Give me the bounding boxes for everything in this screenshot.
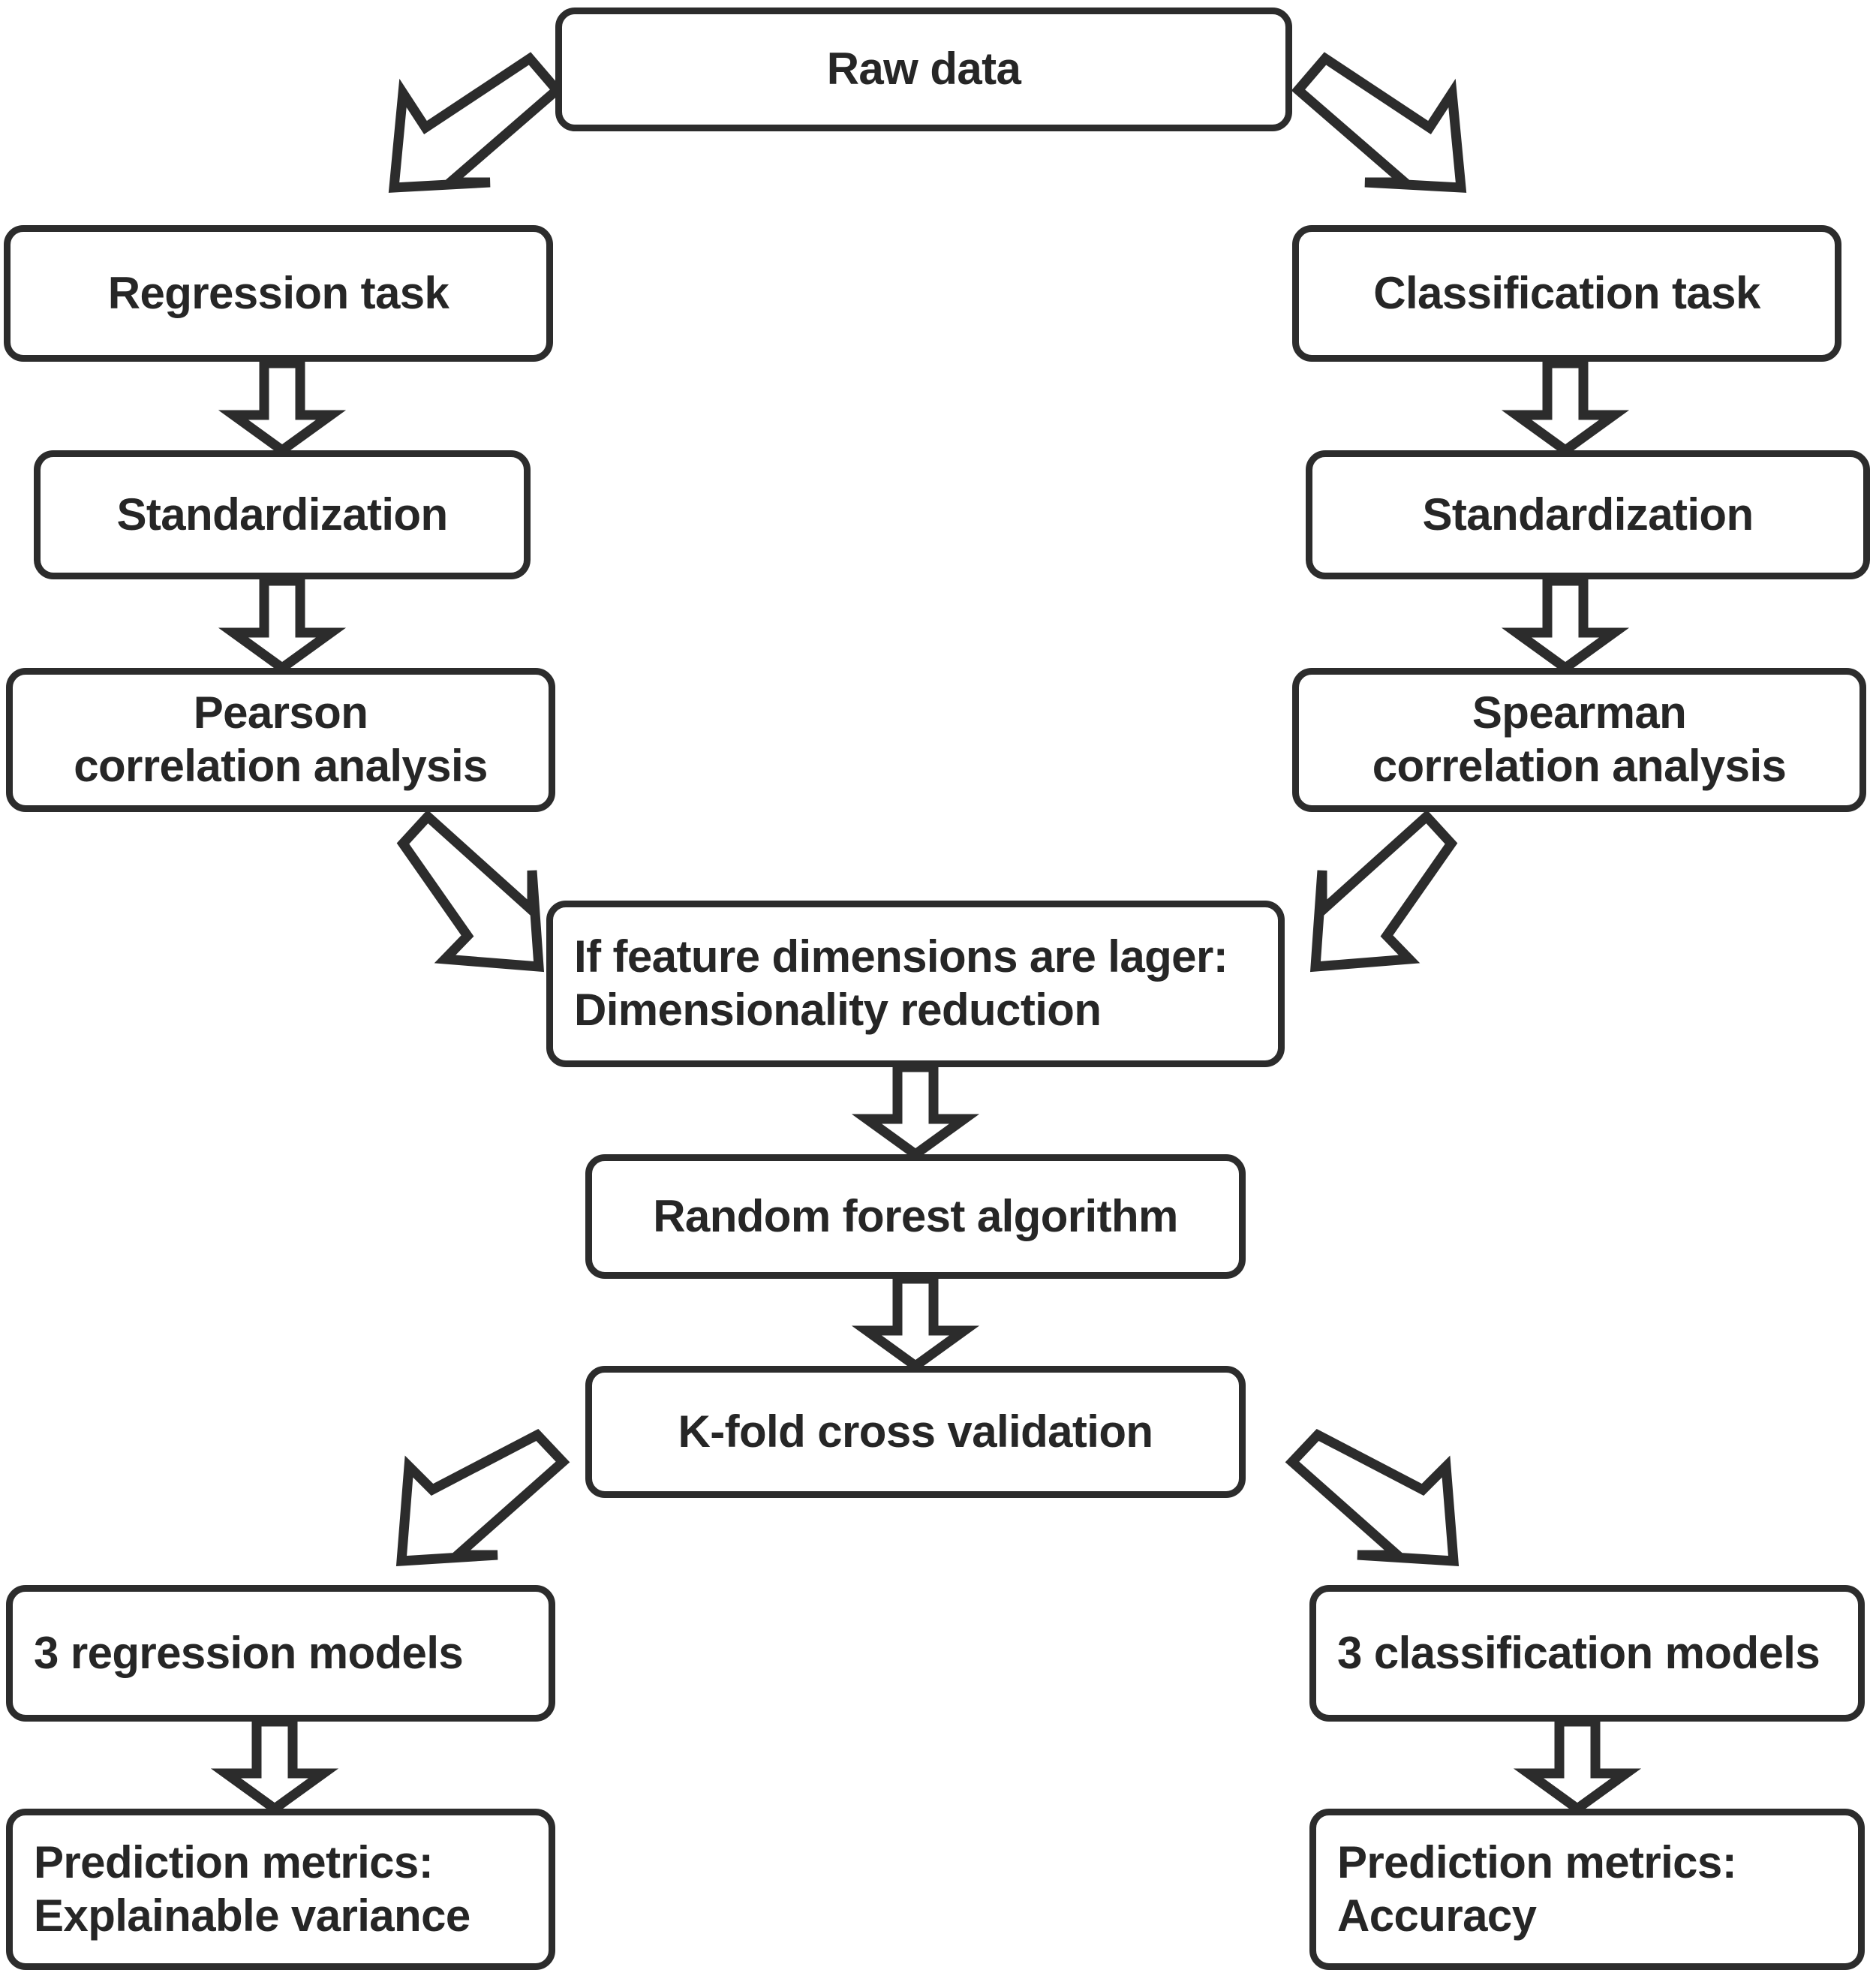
node-metrics-accuracy-label: Prediction metrics: Accuracy [1337,1836,1737,1941]
node-raw-data-label: Raw data [826,44,1021,95]
arrow-kfold-to-regression-models [395,1428,570,1566]
arrow-raw-to-regression [388,52,564,193]
node-metrics-accuracy[interactable]: Prediction metrics: Accuracy [1309,1809,1865,1970]
arrow-regression-models-to-metrics [210,1716,339,1815]
node-random-forest-label: Random forest algorithm [653,1190,1178,1241]
node-regression-task-label: Regression task [107,267,449,318]
node-dimensionality-reduction[interactable]: If feature dimensions are lager: Dimensi… [546,901,1285,1067]
node-spearman-correlation[interactable]: Spearman correlation analysis [1292,668,1866,812]
node-classification-task-label: Classification task [1373,267,1760,318]
node-k-fold-cross-validation[interactable]: K-fold cross validation [585,1366,1246,1498]
node-standardization-right-label: Standardization [1422,489,1754,540]
arrow-standardization-to-pearson [218,576,347,675]
node-pearson-correlation-label: Pearson correlation analysis [74,687,488,791]
arrow-classification-models-to-metrics [1513,1716,1642,1815]
node-regression-models[interactable]: 3 regression models [6,1585,555,1722]
node-standardization-right[interactable]: Standardization [1306,450,1870,579]
arrow-forest-to-kfold [851,1274,980,1373]
arrow-raw-to-classification [1291,52,1467,193]
arrow-regression-to-standardization [218,358,347,457]
node-k-fold-cross-validation-label: K-fold cross validation [678,1406,1154,1457]
node-regression-models-label: 3 regression models [34,1627,464,1678]
node-classification-task[interactable]: Classification task [1292,225,1841,362]
node-spearman-correlation-label: Spearman correlation analysis [1372,687,1787,791]
node-classification-models[interactable]: 3 classification models [1309,1585,1865,1722]
node-dimensionality-reduction-label: If feature dimensions are lager: Dimensi… [574,931,1228,1035]
node-regression-task[interactable]: Regression task [4,225,553,362]
node-random-forest[interactable]: Random forest algorithm [585,1154,1246,1279]
node-classification-models-label: 3 classification models [1337,1627,1820,1678]
arrow-dimensionality-to-forest [851,1062,980,1161]
node-metrics-explainable-variance-label: Prediction metrics: Explainable variance [34,1836,471,1941]
arrow-spearman-to-dimensionality [1309,809,1458,973]
node-standardization-left[interactable]: Standardization [34,450,531,579]
arrow-standardization-to-spearman [1501,576,1630,675]
node-metrics-explainable-variance[interactable]: Prediction metrics: Explainable variance [6,1809,555,1970]
node-raw-data[interactable]: Raw data [555,8,1292,131]
arrow-pearson-to-dimensionality [396,809,545,973]
node-standardization-left-label: Standardization [116,489,448,540]
arrow-kfold-to-classification-models [1285,1428,1460,1566]
node-pearson-correlation[interactable]: Pearson correlation analysis [6,668,555,812]
arrow-classification-to-standardization [1501,358,1630,457]
